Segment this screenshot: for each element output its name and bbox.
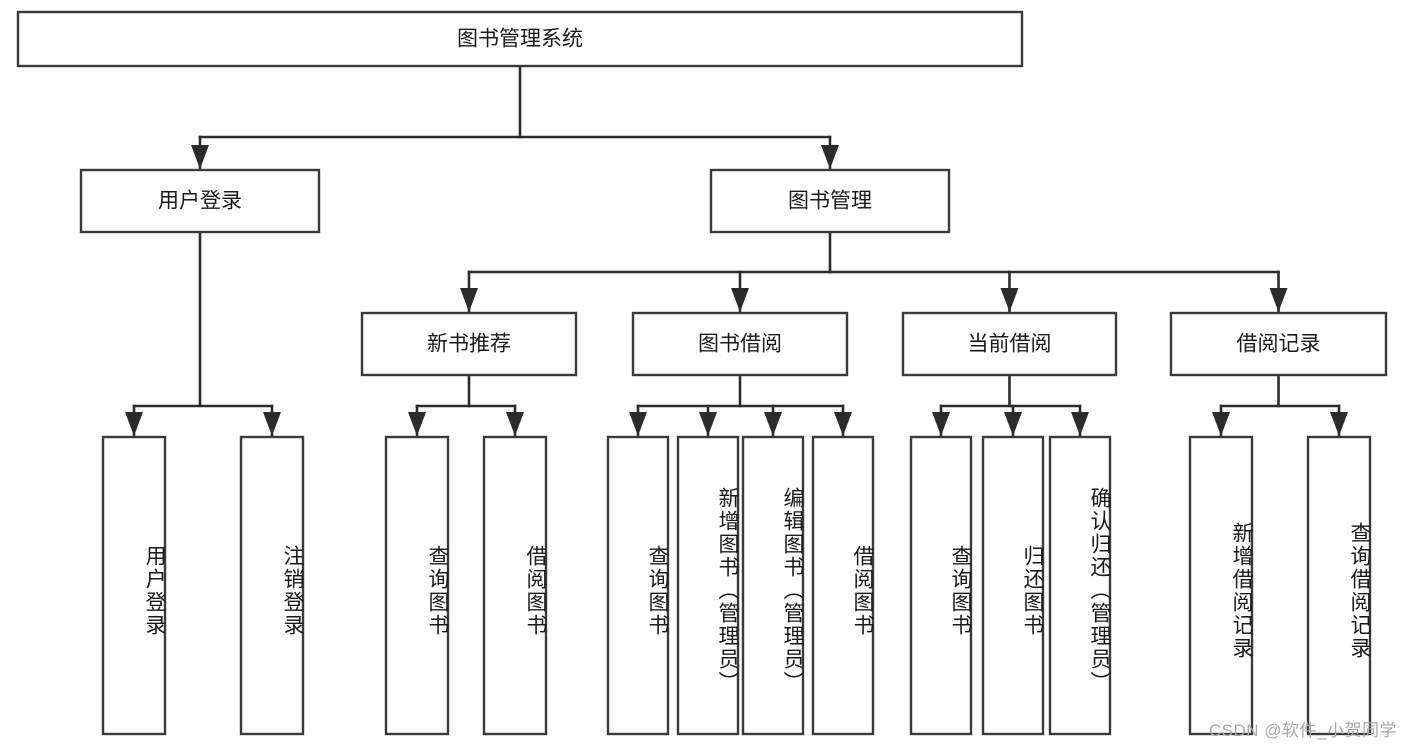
leaf-arrow-1-0 xyxy=(408,412,426,436)
level3-arrow-0 xyxy=(460,288,478,312)
leaf-box-0 xyxy=(101,435,167,736)
leaf-arrow-2-1 xyxy=(699,412,717,436)
leaf-arrow-3-0 xyxy=(932,412,950,436)
connectors-layer xyxy=(125,64,1348,437)
leaf-arrow-2-2 xyxy=(764,412,782,436)
level2-arrow-1 xyxy=(821,145,839,169)
leaf-box-7 xyxy=(811,435,875,736)
leaf-box-9 xyxy=(981,435,1045,736)
leaf-box-12 xyxy=(1306,435,1372,736)
level3-arrow-1 xyxy=(731,288,749,312)
level3-box-2 xyxy=(901,311,1118,377)
leaf-box-8 xyxy=(909,435,973,736)
level3-label-0: 新书推荐 xyxy=(427,333,511,356)
leaf-box-11 xyxy=(1188,435,1254,736)
level3-arrow-2 xyxy=(1000,288,1019,312)
leaf-arrow-4-1 xyxy=(1330,412,1348,436)
level3-label-3: 借阅记录 xyxy=(1237,333,1321,356)
leaf-arrow-3-2 xyxy=(1071,412,1089,436)
leaf-arrow-3-1 xyxy=(1004,412,1022,436)
leaf-arrow-2-0 xyxy=(629,412,647,436)
leaf-box-4 xyxy=(606,435,670,736)
level3-box-3 xyxy=(1169,311,1388,377)
level3-arrow-3 xyxy=(1269,288,1288,312)
root-label-0: 图书管理系统 xyxy=(457,28,583,51)
leaf-box-2 xyxy=(384,435,450,736)
level3-label-1: 图书借阅 xyxy=(698,333,782,356)
leaf-box-6 xyxy=(741,435,805,736)
leaf-arrow-1-1 xyxy=(506,412,524,436)
level2-label-0: 用户登录 xyxy=(158,190,242,213)
level3-box-1 xyxy=(631,311,849,377)
level2-arrow-0 xyxy=(191,145,209,169)
level2-box-0 xyxy=(79,168,321,234)
level2-label-1: 图书管理 xyxy=(788,190,872,213)
leaf-box-5 xyxy=(676,435,740,736)
leaf-box-3 xyxy=(482,435,548,736)
boxes-layer xyxy=(16,10,1388,736)
leaf-arrow-0-1 xyxy=(263,412,281,436)
level3-box-0 xyxy=(360,311,578,377)
root-box-0 xyxy=(16,10,1024,68)
leaf-arrow-2-3 xyxy=(834,412,852,436)
level2-box-1 xyxy=(709,168,951,234)
leaf-box-10 xyxy=(1048,435,1112,736)
leaf-box-1 xyxy=(239,435,305,736)
leaf-arrow-4-0 xyxy=(1212,412,1230,436)
level3-label-2: 当前借阅 xyxy=(968,333,1052,356)
leaf-arrow-0-0 xyxy=(125,412,143,436)
csdn-watermark: CSDN @软件_小贺同学 xyxy=(1208,721,1397,740)
